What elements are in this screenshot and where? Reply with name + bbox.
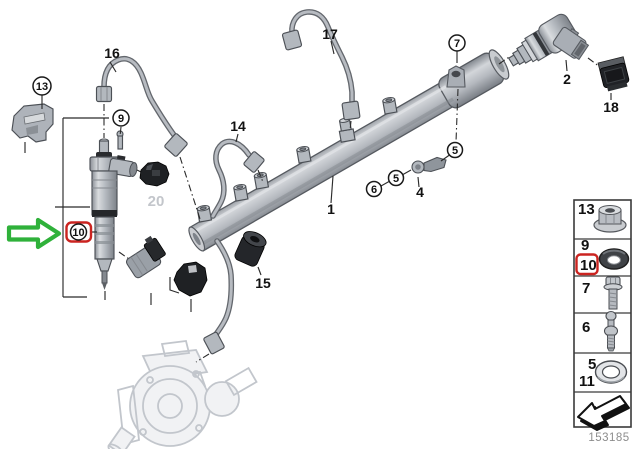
legend-label-13[interactable]: 13 bbox=[578, 201, 595, 218]
callout-6[interactable] bbox=[365, 180, 383, 198]
callout-18-label[interactable]: 18 bbox=[603, 99, 619, 115]
callout-5a[interactable] bbox=[446, 141, 464, 159]
rail-port bbox=[196, 205, 213, 223]
parts-legend: 13 9 10 7 bbox=[573, 199, 632, 431]
legend-row-arrow bbox=[577, 395, 630, 431]
pressure-sensor bbox=[507, 13, 590, 67]
legend-row-5-11[interactable]: 5 11 bbox=[579, 356, 628, 390]
callout-16-label[interactable]: 16 bbox=[104, 45, 120, 61]
legend-label-5[interactable]: 5 bbox=[588, 356, 596, 373]
callout-15-label[interactable]: 15 bbox=[255, 275, 271, 291]
rail-port bbox=[382, 97, 398, 115]
legend-row-6[interactable]: 6 bbox=[582, 310, 619, 352]
hex-bolt-icon bbox=[603, 276, 623, 310]
rubber-clamp-part bbox=[169, 261, 208, 312]
drawing-number: 153185 bbox=[588, 432, 629, 444]
legend-row-7[interactable]: 7 bbox=[582, 276, 623, 310]
pump-feed-pipe bbox=[195, 238, 235, 363]
rail-port bbox=[296, 146, 312, 164]
callout-5b-label[interactable]: 5 bbox=[393, 173, 399, 185]
callout-2-label[interactable]: 2 bbox=[563, 71, 571, 87]
rail-fitting bbox=[338, 117, 356, 143]
hold-down-clamp bbox=[11, 103, 54, 153]
grouping-bracket bbox=[55, 117, 109, 298]
legend-label-7[interactable]: 7 bbox=[582, 280, 590, 297]
seal-ring-icon bbox=[598, 248, 630, 270]
support-bracket-4 bbox=[411, 156, 447, 174]
fuel-injector bbox=[89, 130, 138, 300]
legend-label-9[interactable]: 9 bbox=[581, 237, 589, 254]
callout-5b[interactable] bbox=[387, 169, 405, 187]
protective-cap-15 bbox=[234, 231, 267, 267]
direction-arrow-icon bbox=[577, 395, 630, 431]
legend-label-6[interactable]: 6 bbox=[582, 319, 590, 336]
connector-part bbox=[125, 235, 166, 305]
legend-label-10[interactable]: 10 bbox=[580, 257, 597, 274]
callout-10-label[interactable]: 10 bbox=[72, 227, 84, 239]
legend-row-9-10[interactable]: 9 10 bbox=[575, 237, 630, 276]
callout-20-ghost-label: 20 bbox=[148, 193, 165, 210]
callout-1-label[interactable]: 1 bbox=[327, 201, 335, 217]
highlight-box-10: 10 bbox=[65, 221, 93, 243]
injector-clamp-ghost-20 bbox=[139, 161, 170, 187]
flange-nut-icon bbox=[593, 205, 627, 233]
green-arrow-indicator bbox=[6, 217, 62, 250]
rail-port bbox=[253, 172, 270, 190]
legend-row-13[interactable]: 13 bbox=[578, 201, 627, 233]
callout-6-label[interactable]: 6 bbox=[371, 184, 377, 196]
rail-mounting-boss bbox=[446, 65, 466, 88]
callout-5a-label[interactable]: 5 bbox=[452, 145, 458, 157]
callout-13[interactable] bbox=[32, 76, 52, 96]
rail-port bbox=[233, 184, 249, 202]
callout-13-label[interactable]: 13 bbox=[36, 81, 48, 93]
callout-17-label[interactable]: 17 bbox=[322, 26, 338, 42]
legend-label-11[interactable]: 11 bbox=[579, 373, 595, 390]
callout-10[interactable] bbox=[69, 223, 88, 241]
callout-9-label[interactable]: 9 bbox=[118, 113, 124, 125]
callout-4-label[interactable]: 4 bbox=[416, 184, 424, 200]
callout-7[interactable] bbox=[448, 34, 466, 52]
washer-icon bbox=[594, 360, 628, 384]
injection-pipe-16 bbox=[95, 55, 202, 223]
high-pressure-pump-ghost bbox=[107, 340, 258, 449]
callouts: 13 9 7 5 5 6 16 17 14 1 2 18 4 15 20 bbox=[32, 26, 619, 291]
injection-pipe-17 bbox=[281, 9, 361, 132]
legend-highlight-box-10 bbox=[575, 253, 599, 276]
callout-7-label[interactable]: 7 bbox=[454, 38, 460, 50]
injection-pipe-14 bbox=[210, 138, 265, 219]
fuel-rail bbox=[188, 49, 510, 252]
callout-14-label[interactable]: 14 bbox=[230, 118, 246, 134]
sensor-plug bbox=[597, 56, 630, 92]
callout-9[interactable] bbox=[112, 109, 130, 127]
stud-bolt-icon bbox=[603, 310, 619, 352]
